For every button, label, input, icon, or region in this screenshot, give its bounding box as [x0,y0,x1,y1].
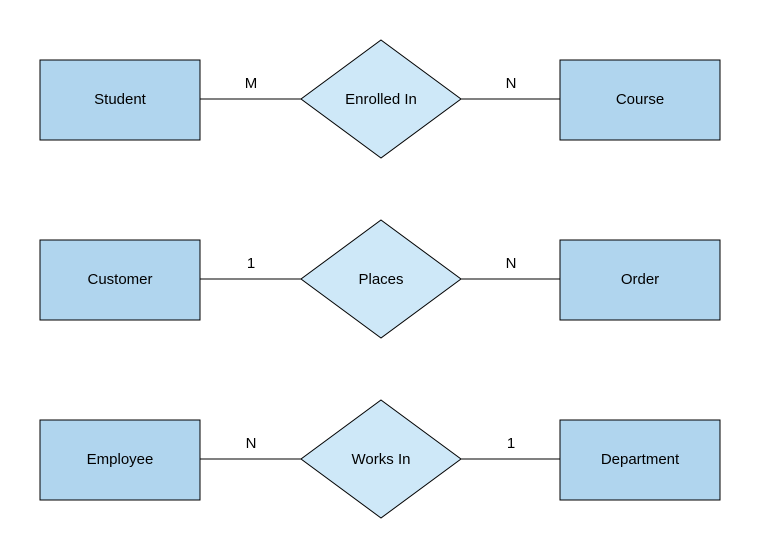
entity-box-order [559,239,721,321]
relationship-diamond-works-in [300,399,462,519]
entity-label: Order [621,271,659,288]
entity-label: Course [616,91,664,108]
cardinality-label-right: N [506,75,517,92]
entity-label: Department [601,451,680,468]
er-row-student-course: Student Course Enrolled In M N [39,39,721,159]
relationship-label: Places [358,271,403,288]
er-row-customer-order: Customer Order Places 1 N [39,219,721,339]
relationship-diamond-enrolled-in [300,39,462,159]
relationship-label: Works In [352,451,411,468]
er-row-employee-department: Employee Department Works In N 1 [39,399,721,519]
entity-label: Employee [87,451,154,468]
cardinality-label-left: 1 [247,255,255,272]
entity-box-employee [39,419,201,501]
entity-box-department [559,419,721,501]
cardinality-label-left: M [245,75,258,92]
cardinality-label-left: N [246,435,257,452]
cardinality-label-right: 1 [507,435,515,452]
entity-label: Customer [87,271,152,288]
entity-box-customer [39,239,201,321]
cardinality-label-right: N [506,255,517,272]
entity-box-student [39,59,201,141]
relationship-label: Enrolled In [345,91,417,108]
entity-box-course [559,59,721,141]
entity-label: Student [94,91,147,108]
relationship-diamond-places [300,219,462,339]
